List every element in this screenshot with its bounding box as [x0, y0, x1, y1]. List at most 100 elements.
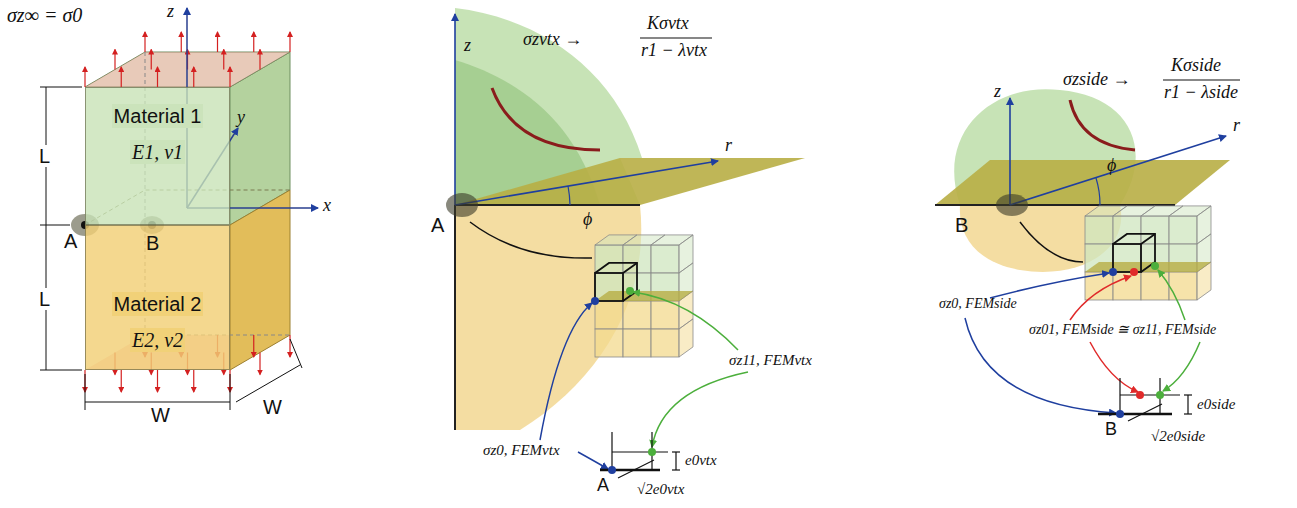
load-arrows — [289, 32, 290, 52]
fem-mesh — [1113, 244, 1141, 272]
fem-mesh — [1141, 272, 1169, 300]
stress-expression: Kσside — [1170, 56, 1222, 76]
dimension-lines — [40, 87, 302, 410]
load-arrows — [181, 32, 182, 52]
angle-label: ϕ — [582, 210, 593, 230]
side-field — [1070, 100, 1135, 150]
vertex-field — [446, 193, 478, 217]
stress-expression: σzvtx → — [522, 30, 583, 50]
axis-label: z — [166, 2, 175, 22]
dimension-lines — [46, 87, 47, 370]
side-field — [1009, 98, 1011, 205]
spacing-sketch — [608, 466, 616, 474]
leader-lines — [470, 222, 592, 258]
leader-lines — [652, 372, 748, 447]
fem-stress-label: σz01, FEMside ≅ σz11, FEMside — [1028, 322, 1217, 337]
leader-lines — [965, 222, 1200, 413]
dimension-lines — [85, 402, 230, 403]
fem-mesh — [1169, 272, 1197, 300]
dimension-lines — [85, 374, 86, 410]
spacing-sketch — [675, 452, 676, 470]
spacing-sketch — [611, 432, 612, 470]
fem-stress-label: σz11, FEMvtx — [728, 352, 813, 369]
load-arrows — [289, 335, 290, 357]
angle-label: ϕ — [1106, 156, 1117, 176]
block-faces — [85, 52, 290, 370]
leader-lines — [1020, 222, 1083, 262]
spacing-sketch — [1187, 395, 1188, 414]
fem-mesh — [679, 319, 693, 357]
fem-mesh — [595, 329, 623, 357]
spacing-sketch — [1184, 394, 1192, 395]
leader-lines — [990, 273, 1109, 298]
fem-stress-label: σz0, FEMside — [938, 296, 1018, 311]
fem-mesh — [626, 287, 634, 295]
spacing-sketch — [1119, 378, 1120, 414]
leader-lines — [540, 303, 592, 440]
fem-mesh — [1130, 268, 1138, 276]
point-label: A — [596, 476, 610, 496]
load-arrows — [253, 32, 254, 52]
leader-lines — [1090, 342, 1138, 392]
load-arrows — [157, 370, 158, 392]
vertex-field — [455, 161, 718, 205]
axis-label: y — [236, 108, 246, 128]
fem-mesh — [595, 245, 623, 273]
fem-mesh — [1085, 216, 1113, 244]
fem-mesh — [623, 301, 651, 329]
fem-mesh — [651, 329, 679, 357]
spacing-sketch — [618, 460, 654, 478]
material-block: Material 1E1, ν1 — [85, 87, 230, 225]
spacing-sketch — [1098, 413, 1172, 416]
spacing-sketch — [672, 451, 680, 452]
load-arrows — [223, 50, 224, 70]
side-field — [1163, 79, 1240, 80]
spacing-sketch — [1116, 410, 1124, 418]
load-arrows — [259, 50, 260, 70]
leader-lines — [1163, 342, 1200, 391]
stress-expression: σzside → — [1062, 70, 1131, 90]
spacing-label: √2e0side — [1150, 428, 1206, 445]
spacing-sketch — [672, 469, 680, 470]
axis-label: z — [993, 82, 1002, 102]
spacing-sketch — [600, 432, 680, 478]
load-label: σz∞ = σ0 — [6, 4, 83, 26]
leader-lines — [470, 222, 748, 469]
fem-mesh — [595, 291, 693, 301]
material-name: Material 2 — [112, 292, 204, 316]
stress-expression: r1 − λvtx — [640, 41, 708, 61]
fem-stress-label: σz0, FEMvtx — [482, 442, 561, 459]
fem-mesh — [1151, 262, 1159, 270]
spacing-label: e0side — [1196, 396, 1236, 413]
dimension-lines — [40, 225, 70, 226]
block-faces — [230, 190, 290, 370]
side-field — [935, 80, 1240, 272]
side-field — [996, 194, 1028, 216]
fem-mesh — [1109, 268, 1117, 276]
fem-mesh — [595, 263, 637, 301]
load-arrows — [84, 67, 85, 87]
spacing-sketch — [1120, 394, 1180, 395]
fem-mesh — [1113, 272, 1141, 300]
spacing-label: e0vtx — [684, 452, 718, 469]
dimension-label: L — [38, 288, 51, 310]
fem-mesh — [1169, 216, 1197, 244]
load-arrows — [193, 370, 194, 392]
leader-lines — [1158, 270, 1185, 320]
vertex-field — [454, 205, 456, 430]
material-constants: E2, ν2 — [130, 328, 185, 352]
vertex-field — [455, 204, 640, 206]
spacing-sketch — [1156, 391, 1164, 399]
dimension-label: L — [38, 145, 51, 167]
load-arrows — [144, 32, 145, 52]
spacing-sketch — [1128, 404, 1162, 421]
dimension-label: W — [150, 404, 171, 426]
spacing-sketch — [648, 448, 656, 456]
load-arrows — [229, 67, 230, 87]
axis-label: x — [322, 196, 332, 216]
vertex-field — [455, 158, 805, 205]
axis-label: r — [1232, 116, 1241, 136]
leader-lines — [1070, 276, 1131, 320]
load-arrows — [114, 50, 115, 70]
